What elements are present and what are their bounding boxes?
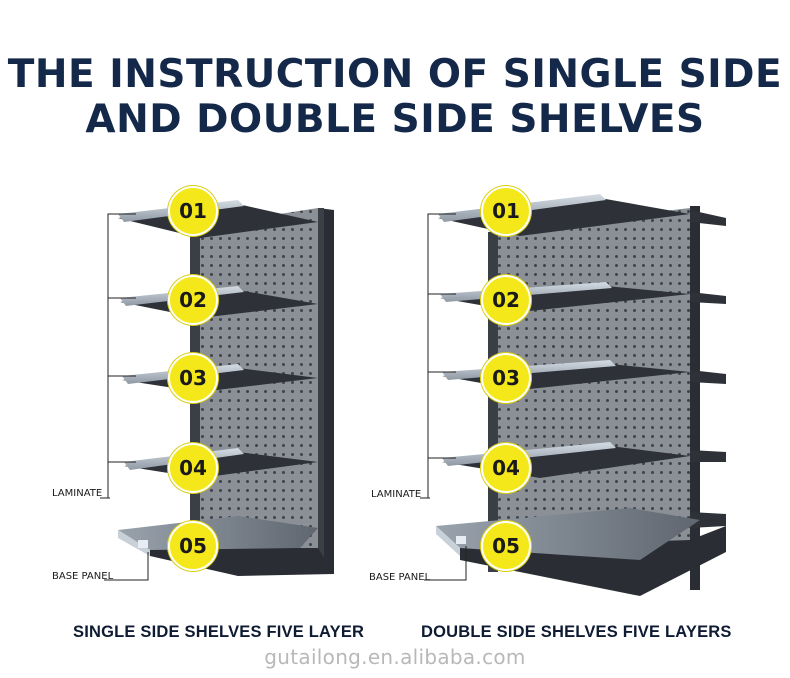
double-side-shelf: [420, 194, 726, 596]
single-side-shelf: [100, 200, 334, 581]
single-leader-lines: [100, 213, 149, 581]
single-side-caption: SINGLE SIDE SHELVES FIVE LAYER: [73, 623, 365, 641]
double-badge-02: 02: [481, 275, 531, 325]
double-badge-01: 01: [481, 186, 531, 236]
title-line-1: THE INSTRUCTION OF SINGLE SIDE: [7, 52, 783, 97]
double-leader-lines: [420, 213, 467, 581]
double-badge-03: 03: [481, 353, 531, 403]
single-badge-04: 04: [168, 443, 218, 493]
double-badge-04: 04: [481, 443, 531, 493]
double-laminate-label: LAMINATE: [371, 489, 422, 500]
double-base-panel-label: BASE PANEL: [369, 572, 431, 583]
single-badge-03: 03: [168, 353, 218, 403]
single-badge-05: 05: [168, 521, 218, 571]
page-title: THE INSTRUCTION OF SINGLE SIDE AND DOUBL…: [0, 52, 790, 142]
title-line-2: AND DOUBLE SIDE SHELVES: [85, 97, 705, 142]
single-badge-02: 02: [168, 275, 218, 325]
watermark: gutailong.en.alibaba.com: [264, 645, 526, 669]
single-laminate-label: LAMINATE: [52, 488, 103, 499]
double-badge-05: 05: [481, 521, 531, 571]
single-base-panel-label: BASE PANEL: [52, 571, 114, 582]
double-side-caption: DOUBLE SIDE SHELVES FIVE LAYERS: [421, 623, 732, 641]
single-badge-01: 01: [168, 186, 218, 236]
